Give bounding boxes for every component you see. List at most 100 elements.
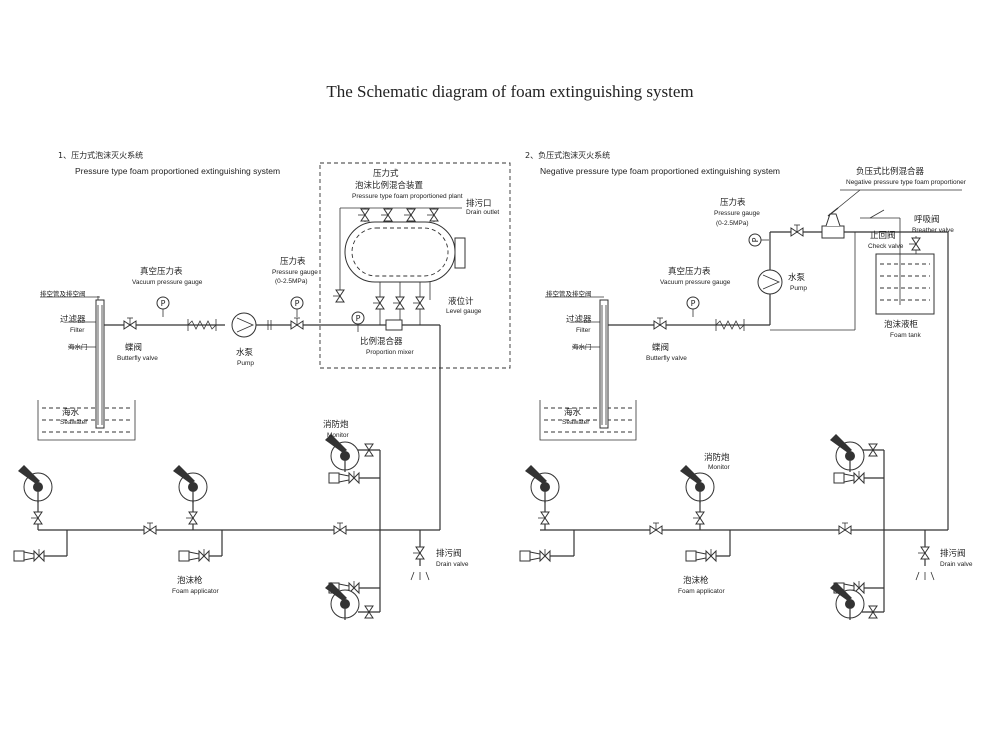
right-applicator-zh: 泡沫枪 — [683, 575, 709, 586]
right-pressure-gauge-en1: Pressure gauge — [714, 210, 760, 217]
left-seawater-zh: 海水 — [62, 407, 80, 418]
left-monitor-2 — [172, 464, 208, 504]
left-butterfly-en: Butterfly valve — [117, 355, 158, 362]
right-foam-tank — [875, 253, 935, 315]
right-monitor-3 — [829, 433, 865, 473]
left-heading-en: Pressure type foam proportioned extingui… — [75, 166, 280, 176]
right-filter-en: Filter — [576, 327, 591, 334]
left-level-gauge-en: Level gauge — [446, 308, 482, 315]
left-applicator-en: Foam applicator — [172, 588, 219, 595]
left-vacuum-gauge — [156, 296, 170, 318]
left-filter — [40, 296, 105, 429]
right-breather-zh: 呼吸阀 — [914, 214, 940, 225]
left-pump — [231, 312, 257, 338]
left-plant-en: Pressure type foam proportioned plant — [352, 193, 463, 200]
diagram-title: The Schematic diagram of foam extinguish… — [326, 82, 693, 101]
right-filter — [545, 296, 609, 429]
left-monitor-zh: 消防炮 — [323, 419, 349, 430]
right-foam-applicator-2 — [685, 548, 717, 562]
right-vacuum-gauge — [686, 296, 700, 318]
left-proportion-mixer — [385, 319, 403, 331]
left-foam-bladder-tank — [344, 221, 466, 283]
left-proportioning-plant-box — [319, 162, 511, 369]
right-pressure-gauge-zh: 压力表 — [720, 197, 746, 208]
left-applicator-zh: 泡沫枪 — [177, 575, 203, 586]
left-mixer-zh: 比例混合器 — [360, 336, 403, 347]
left-plant-zh1: 压力式 — [373, 168, 399, 179]
right-drain-valve-zh: 排污阀 — [940, 548, 966, 559]
right-foam-applicator-3 — [833, 470, 865, 484]
right-monitor-1 — [524, 464, 560, 504]
left-pressure-gauge-en1: Pressure gauge — [272, 269, 318, 276]
right-monitor-zh: 消防炮 — [704, 452, 730, 463]
left-pressure-gauge-zh: 压力表 — [280, 256, 306, 267]
left-filter-en: Filter — [70, 327, 85, 334]
right-vacuum-gauge-zh: 真空压力表 — [668, 266, 711, 277]
left-pump-en: Pump — [237, 360, 254, 367]
left-pressure-gauge — [290, 296, 304, 318]
left-foam-applicator-1 — [13, 548, 45, 562]
left-seawater-tank: 海水 Seawater — [37, 400, 136, 441]
left-butterfly-valve — [123, 317, 137, 330]
left-pressure-gauge-en2: (0-2.5MPa) — [275, 278, 308, 285]
left-drain-outlet-zh: 排污口 — [466, 198, 492, 209]
left-heading-zh: 1、压力式泡沫灭火系统 — [58, 150, 143, 160]
left-vacuum-gauge-zh: 真空压力表 — [140, 266, 183, 277]
right-seawater-en: Seawater — [562, 419, 590, 426]
right-neg-mixer-zh: 负压式比例混合器 — [856, 166, 925, 177]
left-seawater-en: Seawater — [60, 419, 88, 426]
right-monitor-en: Monitor — [708, 464, 731, 471]
right-filter-zh: 过滤器 — [566, 314, 592, 325]
right-pump — [757, 269, 783, 295]
left-foam-applicator-3 — [328, 470, 360, 484]
right-seawater-zh: 海水 — [564, 407, 582, 418]
left-butterfly-zh: 蝶阀 — [125, 342, 142, 353]
right-discharge-valve — [790, 224, 804, 237]
left-section-valve — [143, 522, 157, 535]
right-breather-en: Breather valve — [912, 227, 954, 234]
right-foam-tank-zh: 泡沫液柜 — [884, 319, 919, 330]
left-system: 1、压力式泡沫灭火系统 Pressure type foam proportio… — [13, 150, 511, 621]
right-butterfly-valve — [653, 317, 667, 330]
right-pump-zh: 水泵 — [788, 272, 806, 283]
left-pump-zh: 水泵 — [236, 347, 254, 358]
left-drain-valve-zh: 排污阀 — [436, 548, 462, 559]
right-pressure-gauge-en2: (0-2.5MPa) — [716, 220, 749, 227]
left-foam-applicator-2 — [178, 548, 210, 562]
right-drain-valve-en: Drain valve — [940, 561, 973, 568]
right-foam-applicator-1 — [519, 548, 551, 562]
left-filter-zh: 过滤器 — [60, 314, 86, 325]
left-drain-outlet-en: Drain outlet — [466, 209, 499, 216]
right-section-valve — [649, 522, 663, 535]
right-pressure-gauge — [748, 233, 770, 247]
right-check-valve-zh: 止回阀 — [870, 230, 896, 241]
left-vacuum-gauge-en: Vacuum pressure gauge — [132, 279, 203, 286]
right-system: 2、负压式泡沫灭火系统 Negative pressure type foam … — [519, 150, 973, 621]
left-section-valve-2 — [333, 522, 347, 535]
right-neg-mixer-en: Negative pressure type foam proportioner — [846, 179, 967, 186]
right-vent-valve-label: 排空管及排空阀 — [546, 289, 592, 298]
right-check-valve-en: Check valve — [868, 243, 904, 250]
right-butterfly-zh: 蝶阀 — [652, 342, 669, 353]
left-sea-door-label: 海水门 — [68, 342, 88, 351]
left-drain-valve-en: Drain valve — [436, 561, 469, 568]
left-level-gauge-zh: 液位计 — [448, 296, 474, 307]
right-vacuum-gauge-en: Vacuum pressure gauge — [660, 279, 731, 286]
left-plant-gauge — [351, 311, 365, 333]
left-monitor-en: Monitor — [327, 432, 350, 439]
left-monitor-1 — [17, 464, 53, 504]
right-heading-zh: 2、负压式泡沫灭火系统 — [525, 150, 610, 160]
right-drain-valve — [917, 546, 930, 560]
left-drain-valve — [412, 546, 425, 560]
right-section-valve-2 — [838, 522, 852, 535]
right-butterfly-en: Butterfly valve — [646, 355, 687, 362]
left-mixer-en: Proportion mixer — [366, 349, 415, 356]
left-vent-valve-label: 排空管及排空阀 — [40, 289, 86, 298]
right-pump-en: Pump — [790, 285, 807, 292]
left-plant-zh2: 泡沫比例混合装置 — [355, 180, 424, 191]
left-monitor-3 — [324, 433, 360, 473]
left-discharge-valve — [290, 317, 304, 330]
right-sea-door-label: 海水门 — [572, 342, 592, 351]
right-heading-en: Negative pressure type foam proportioned… — [540, 166, 780, 176]
